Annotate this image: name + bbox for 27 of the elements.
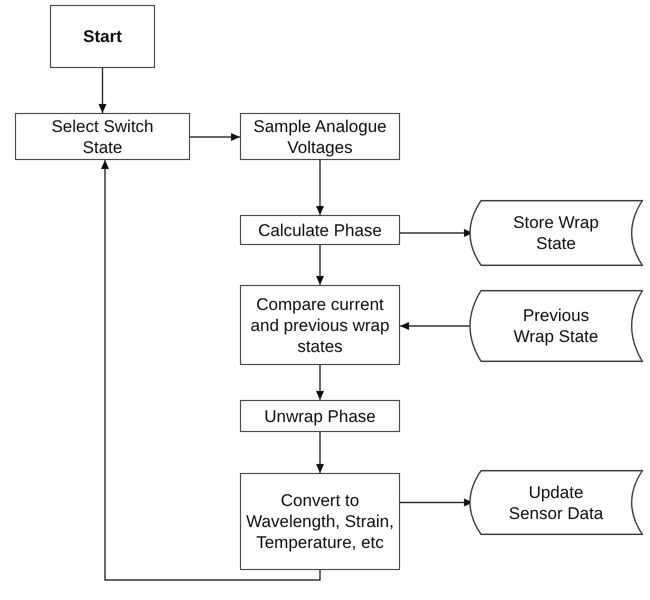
stored-data-shape <box>467 290 643 362</box>
stored-data-shape <box>467 200 643 266</box>
stored-data-shape <box>467 470 643 535</box>
node-label: Compare current and previous wrap states <box>250 294 390 356</box>
process-box <box>240 285 400 365</box>
node-label: Unwrap Phase <box>263 406 377 426</box>
node-label: Previous Wrap State <box>512 305 600 347</box>
process-box <box>240 215 400 245</box>
node-label: Store Wrap State <box>512 212 600 254</box>
process-box <box>240 473 400 570</box>
process-box <box>15 113 190 160</box>
process-box <box>240 400 400 432</box>
arrow <box>98 68 106 113</box>
start-box <box>50 5 155 68</box>
process-box <box>240 113 400 160</box>
node-label: Update Sensor Data <box>508 482 604 524</box>
node-label: Select Switch State <box>50 116 155 158</box>
node-label: Calculate Phase <box>257 220 383 240</box>
arrow <box>316 365 324 400</box>
arrow <box>190 133 240 141</box>
arrow <box>316 432 324 473</box>
arrow <box>316 245 324 285</box>
node-label: Sample Analogue Voltages <box>252 116 388 158</box>
arrow <box>316 160 324 215</box>
node-label: Convert to Wavelength, Strain, Temperature, etc <box>245 490 395 553</box>
arrow <box>101 160 321 581</box>
node-label: Start <box>82 26 123 47</box>
